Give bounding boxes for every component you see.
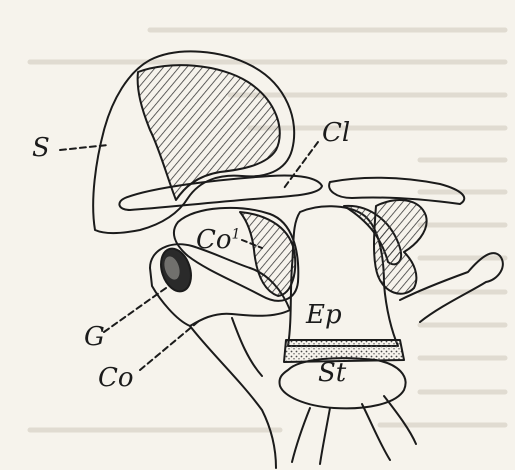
label-Co: Co [98,365,134,391]
right-process [400,253,503,322]
label-St: St [318,360,346,386]
lower-left-process [232,318,262,376]
label-Ep: Ep [306,302,342,328]
clavicle [119,175,322,210]
xiphoid-processes [292,396,416,464]
leader-Co [140,320,200,370]
label-S: S [32,135,50,161]
procoracoid-hatch [240,212,295,296]
label-Co1: Co1 [196,227,240,253]
label-G: G [84,324,105,350]
shoulder-region-border [190,326,276,468]
right-coracoid-lobe [374,200,427,294]
leader-Cl [284,142,318,188]
leader-G [104,288,166,332]
label-Co1-sup: 1 [232,226,241,242]
label-Cl: Cl [322,120,350,146]
label-Co1-base: Co [196,225,232,255]
